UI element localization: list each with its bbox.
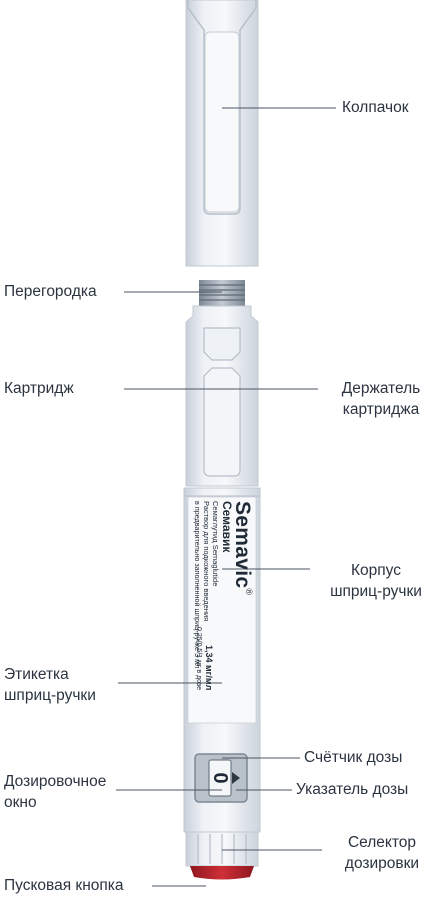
cap — [185, 0, 259, 267]
label-dose-pointer: Указатель дозы — [296, 781, 409, 798]
dose-selector — [185, 831, 259, 867]
label-form: Раствор для подкожного введения — [202, 501, 211, 622]
label-brand-latin: Semavic — [231, 501, 254, 589]
label-cap: Колпачок — [342, 99, 409, 116]
label-dose-window: Дозировочное окно — [4, 771, 106, 813]
septum-thread — [199, 280, 245, 306]
label-push-button: Пусковая кнопка — [4, 877, 124, 894]
label-dose-counter: Счётчик дозы — [304, 749, 403, 766]
label-cartridge-holder: Держатель картриджа — [322, 378, 440, 420]
label-pen-body: Корпус шприц-ручки — [314, 560, 438, 602]
label-dose: 0,25/0,5/1 мг в дозе — [195, 627, 202, 690]
pen-label-text: Semavic® Семавик Семаглутид Semaglutide … — [188, 497, 256, 723]
label-dose-selector: Селектор дозировки — [326, 832, 438, 874]
label-pen-label-line2: шприц-ручки — [4, 687, 96, 704]
dose-display-digit: 0 — [209, 772, 231, 784]
pen-label — [187, 496, 257, 724]
label-dose-selector-line2: дозировки — [344, 855, 420, 872]
label-pen-body-line1: Корпус — [351, 562, 401, 579]
label-cartridge-holder-line2: картриджа — [342, 401, 420, 418]
label-dose-window-line2: окно — [4, 794, 37, 811]
cartridge-holder — [185, 305, 259, 487]
label-dose-window-line1: Дозировочное — [4, 773, 107, 790]
label-cartridge-holder-line1: Держатель — [341, 380, 421, 397]
label-septum: Перегородка — [4, 283, 97, 300]
label-concentration: 1,34 мг/мл — [204, 645, 214, 691]
label-cartridge: Картридж — [4, 380, 74, 397]
label-dose-selector-line1: Селектор — [347, 834, 417, 851]
label-brand-registered: ® — [244, 588, 254, 595]
leader-lines — [116, 107, 336, 887]
push-button — [190, 866, 254, 880]
label-pen-body-line2: шприц-ручки — [330, 583, 422, 600]
label-pen-label: Этикетка шприц-ручки — [4, 664, 96, 706]
label-brand-cyrillic: Семавик — [220, 501, 234, 553]
label-inn: Семаглутид Semaglutide — [211, 501, 220, 587]
label-pen-label-line1: Этикетка — [4, 666, 69, 683]
